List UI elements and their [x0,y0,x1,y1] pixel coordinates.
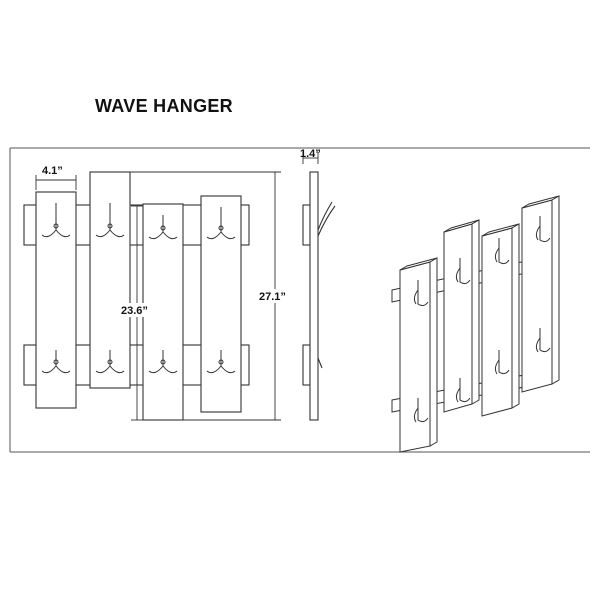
dimension-depth [302,152,319,164]
hook-icon [41,203,71,238]
hook-icon [148,350,178,374]
hook-icon [206,207,236,240]
diagram-title: WAVE HANGER [95,96,233,116]
hook-icon [455,258,471,285]
perspective-plank-1 [399,261,431,453]
hook-icon [95,350,125,374]
side-spacer-bottom [302,344,311,386]
hook-icon [535,328,551,353]
depth-label: 1.4” [300,148,321,160]
side-view [302,171,336,421]
dimension-width [35,175,77,190]
front-view [23,171,250,421]
hook-icon [494,238,510,265]
hook-icon [413,398,429,423]
side-hook-icon [317,201,333,231]
hook-icon [494,350,510,375]
hook-icon [95,203,125,238]
hook-icon [535,216,551,243]
inner-height-label: 23.6” [121,305,148,317]
hook-icon [41,350,71,374]
perspective-view [391,195,560,453]
hook-icon [206,350,236,374]
overall-height-label: 27.1” [259,291,286,303]
width-label: 4.1” [42,165,63,177]
perspective-plank-3 [481,227,513,417]
hook-icon [148,215,178,240]
hook-icon [413,280,429,307]
perspective-plank-2 [443,223,473,413]
frame-border [9,147,590,453]
side-spacer-top [302,204,311,246]
perspective-hooks [413,216,551,423]
hook-icon [455,378,471,403]
side-plank [309,171,319,421]
perspective-plank-4 [521,199,553,393]
